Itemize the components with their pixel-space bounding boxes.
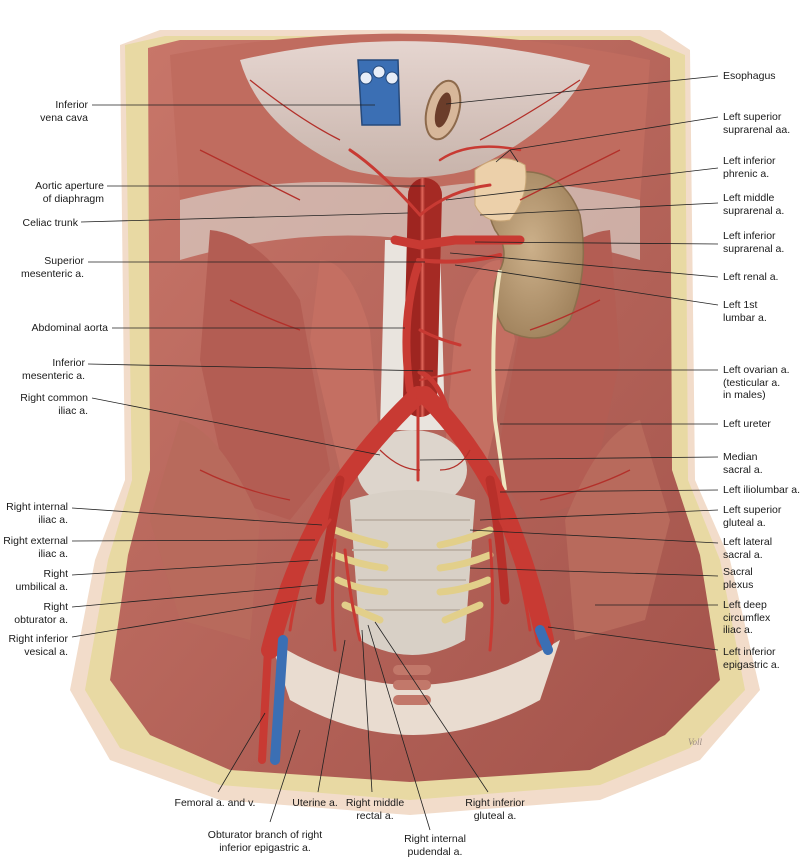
label-celiac-trunk: Celiac trunk [22,217,78,229]
label-left-iliolumbar: Left iliolumbar a. [723,484,801,496]
label-left-renal: Left renal a. [723,271,779,283]
inferior-vena-cava-vessel [357,59,401,126]
pelvic-floor [270,640,560,735]
femoral-vessels [258,625,553,765]
label-abdominal-aorta: Abdominal aorta [31,322,108,334]
leader-lines [71,75,719,831]
aorta-and-branches [261,145,554,659]
label-femoral: Femoral a. and v. [174,797,256,809]
sacral-plexus-nerves [331,526,494,624]
label-esophagus: Esophagus [723,70,776,82]
artist-signature: Voll [688,737,703,747]
left-ureter-vessel [491,269,507,491]
label-left-ureter: Left ureter [723,418,771,430]
esophagus-structure [424,79,462,141]
small-arteries [199,79,631,501]
left-adrenal-gland [474,158,527,222]
label-left-ovarian: Left ovarian a.(testicular a.in males) [723,364,790,401]
posterior-wall-muscles [150,230,670,640]
label-uterine: Uterine a. [292,797,338,809]
